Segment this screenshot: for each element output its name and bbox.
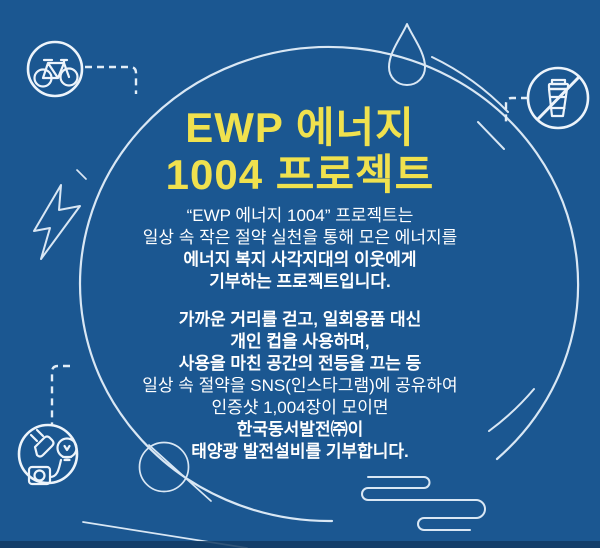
body-line: 일상 속 절약을 SNS(인스타그램)에 공유하여: [142, 376, 458, 395]
bicycle-icon: [26, 40, 84, 98]
plug-outlet-bulb-icon: [17, 423, 79, 486]
intro-line: 기부하는 프로젝트입니다.: [209, 272, 391, 291]
intro-line: 일상 속 작은 절약 실천을 통해 모은 에너지를: [142, 228, 458, 247]
bottom-edge-band: [0, 541, 600, 548]
body-line: 인증샷 1,004장이 모이면: [211, 398, 389, 417]
lightning-bolt-icon: [33, 169, 87, 260]
body-paragraph: 가까운 거리를 걷고, 일회용품 대신 개인 컵을 사용하며, 사용을 마친 공…: [0, 309, 600, 463]
wind-swoosh-decoration: [361, 476, 486, 531]
intro-line: “EWP 에너지 1004” 프로젝트는: [186, 206, 414, 225]
main-circle-outline: [78, 45, 580, 523]
outer-arc-bottom-right: [488, 388, 535, 432]
plug-connector-dashed-line: [50, 364, 70, 424]
body-line: 태양광 발전설비를 기부합니다.: [191, 442, 409, 461]
title-line-2: 1004 프로젝트: [165, 151, 435, 198]
speed-line-top-right: [477, 121, 505, 150]
cup-connector-dashed-line: [504, 96, 528, 122]
body-line: 가까운 거리를 걷고, 일회용품 대신: [178, 310, 422, 329]
body-line: 사용을 마친 공간의 전등을 끄는 등: [178, 354, 422, 373]
body-line: 한국동서발전㈜이: [236, 420, 364, 439]
outer-arc-top-right: [431, 56, 509, 113]
small-circle-slash-decoration: [138, 441, 212, 502]
intro-line: 에너지 복지 사각지대의 이웃에게: [183, 250, 417, 269]
poster-title: EWP 에너지 1004 프로젝트: [0, 104, 600, 198]
bicycle-connector-dashed-line: [85, 65, 138, 94]
intro-paragraph: “EWP 에너지 1004” 프로젝트는 일상 속 작은 절약 실천을 통해 모…: [0, 205, 600, 293]
title-line-1: EWP 에너지: [185, 104, 415, 151]
water-drop-icon: [388, 23, 426, 86]
body-line: 개인 컵을 사용하며,: [230, 332, 370, 351]
